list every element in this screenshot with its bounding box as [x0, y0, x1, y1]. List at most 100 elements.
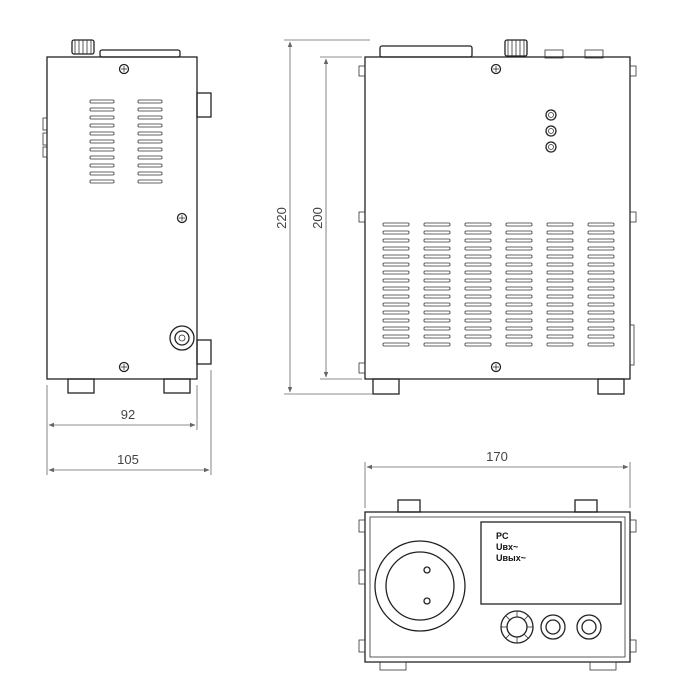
- side-dimensions: 92 105: [46, 370, 212, 475]
- display-panel: [480, 521, 622, 605]
- vent-slot-icon: [505, 334, 533, 339]
- front-vent-grid: [382, 222, 615, 347]
- screw-icon: [490, 63, 502, 75]
- vent-slot-icon: [464, 294, 492, 299]
- side-view: [42, 39, 212, 394]
- side-body: [46, 56, 198, 380]
- vent-slot-icon: [505, 310, 533, 315]
- vent-slot-icon: [423, 294, 451, 299]
- vent-slot-icon: [382, 302, 410, 307]
- dimension-label-200: 200: [310, 207, 325, 229]
- vent-slot-icon: [587, 310, 615, 315]
- vent-slot-icon: [137, 155, 163, 160]
- knob-icon: [500, 610, 534, 644]
- vent-slot-icon: [546, 342, 574, 347]
- vent-slot-icon: [464, 238, 492, 243]
- vent-slot-icon: [137, 131, 163, 136]
- screw-icon: [118, 361, 130, 373]
- display-line-pc: PC: [496, 531, 509, 541]
- vent-slot-icon: [137, 179, 163, 184]
- knob-icon: [504, 39, 528, 57]
- vent-slot-icon: [546, 222, 574, 227]
- vent-slot-icon: [464, 222, 492, 227]
- vent-slot-icon: [505, 222, 533, 227]
- panel-view: PC Uвх~ Uвых~: [358, 499, 637, 671]
- vent-slot-icon: [464, 278, 492, 283]
- vent-slot-icon: [89, 179, 115, 184]
- vent-slot-icon: [423, 254, 451, 259]
- vent-slot-icon: [546, 294, 574, 299]
- vent-slot-icon: [587, 302, 615, 307]
- vent-slot-icon: [382, 278, 410, 283]
- vent-slot-icon: [505, 286, 533, 291]
- vent-slot-icon: [587, 270, 615, 275]
- vent-slot-icon: [505, 262, 533, 267]
- vent-slot-icon: [546, 318, 574, 323]
- vent-slot-icon: [382, 262, 410, 267]
- fuse-holder-icon: [540, 614, 566, 640]
- vent-slot-icon: [89, 131, 115, 136]
- vent-slot-icon: [89, 171, 115, 176]
- vent-slot-icon: [382, 246, 410, 251]
- vent-slot-icon: [505, 254, 533, 259]
- vent-slot-icon: [382, 230, 410, 235]
- vent-slot-icon: [587, 230, 615, 235]
- vent-slot-icon: [587, 262, 615, 267]
- vent-slot-icon: [587, 278, 615, 283]
- vent-slot-icon: [464, 262, 492, 267]
- vent-slot-icon: [89, 163, 115, 168]
- vent-slot-icon: [587, 342, 615, 347]
- socket-icon: [169, 325, 195, 351]
- vent-slot-icon: [382, 270, 410, 275]
- vent-slot-icon: [137, 107, 163, 112]
- vent-slot-icon: [546, 278, 574, 283]
- vent-slot-icon: [382, 254, 410, 259]
- fuse-holder-icon: [576, 614, 602, 640]
- vent-slot-icon: [423, 326, 451, 331]
- vent-slot-icon: [137, 123, 163, 128]
- vent-slot-icon: [382, 326, 410, 331]
- vent-slot-icon: [464, 254, 492, 259]
- vent-slot-icon: [423, 310, 451, 315]
- vent-slot-icon: [546, 310, 574, 315]
- vent-slot-icon: [587, 246, 615, 251]
- vent-slot-icon: [505, 270, 533, 275]
- screw-icon: [176, 212, 188, 224]
- fuse-holder-icon: [196, 339, 212, 365]
- vent-slot-icon: [546, 326, 574, 331]
- vent-slot-icon: [587, 318, 615, 323]
- screw-icon: [118, 63, 130, 75]
- vent-slot-icon: [546, 302, 574, 307]
- vent-slot-icon: [505, 318, 533, 323]
- vent-slot-icon: [423, 230, 451, 235]
- vent-slot-icon: [137, 171, 163, 176]
- vent-slot-icon: [464, 230, 492, 235]
- vent-slot-icon: [587, 334, 615, 339]
- vent-slot-icon: [464, 334, 492, 339]
- vent-slot-icon: [89, 107, 115, 112]
- power-connector-icon: [196, 92, 212, 118]
- vent-slot-icon: [89, 99, 115, 104]
- vent-slot-icon: [137, 115, 163, 120]
- vent-slot-icon: [505, 294, 533, 299]
- front-body: [364, 56, 631, 380]
- vent-slot-icon: [587, 238, 615, 243]
- vent-slot-icon: [464, 270, 492, 275]
- vent-slot-icon: [423, 334, 451, 339]
- vent-slot-icon: [587, 294, 615, 299]
- vent-slot-icon: [464, 246, 492, 251]
- vent-slot-icon: [137, 163, 163, 168]
- vent-slot-icon: [505, 302, 533, 307]
- vent-slot-icon: [382, 238, 410, 243]
- vent-slot-icon: [382, 342, 410, 347]
- knob-icon: [71, 39, 95, 55]
- vent-slot-icon: [546, 334, 574, 339]
- vent-slot-icon: [89, 115, 115, 120]
- vent-slot-icon: [464, 342, 492, 347]
- vent-slot-icon: [587, 286, 615, 291]
- dimension-label-220: 220: [274, 207, 289, 229]
- vent-slot-icon: [137, 147, 163, 152]
- vent-slot-icon: [587, 254, 615, 259]
- vent-slot-icon: [587, 326, 615, 331]
- vent-slot-icon: [423, 238, 451, 243]
